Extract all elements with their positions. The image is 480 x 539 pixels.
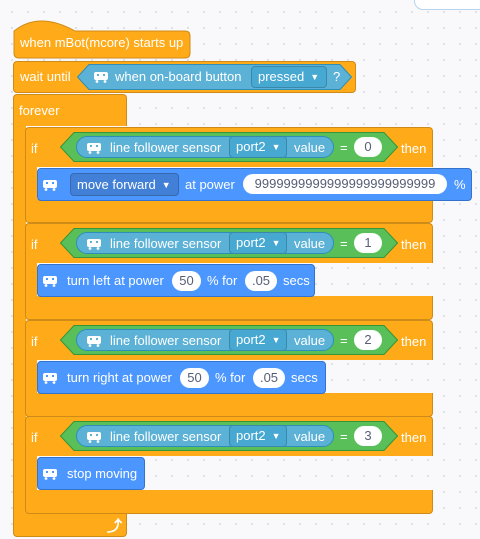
- if-block-3-footer: [25, 393, 433, 417]
- hat-shape: [13, 20, 191, 59]
- workspace-corner-tab: [414, 0, 480, 10]
- hat-block[interactable]: when mBot(mcore) starts up: [13, 15, 191, 59]
- port-dropdown[interactable]: port2 ▼: [229, 425, 287, 447]
- if-block-3-arm: [25, 359, 37, 399]
- robot-icon: [41, 467, 59, 480]
- direction-dropdown[interactable]: move forward ▼: [70, 173, 179, 196]
- compare-input[interactable]: 1: [354, 233, 382, 253]
- chevron-down-icon: ▼: [271, 431, 281, 441]
- for-label: % for: [215, 370, 246, 385]
- power-input[interactable]: 50: [180, 368, 209, 388]
- chevron-down-icon: ▼: [271, 238, 281, 248]
- robot-icon: [41, 274, 59, 287]
- sensor-label: line follower sensor: [110, 333, 222, 348]
- operator-label: =: [340, 429, 348, 444]
- operator-label: =: [340, 140, 348, 155]
- turn-left-label: turn left at power: [67, 273, 164, 288]
- port-value: port2: [236, 332, 266, 347]
- power-input[interactable]: 9999999999999999999999999: [243, 174, 447, 194]
- port-value: port2: [236, 428, 266, 443]
- if-block-1-arm: [25, 166, 37, 206]
- forever-header[interactable]: forever: [13, 94, 127, 126]
- compare-input[interactable]: 2: [354, 330, 382, 350]
- forever-label: forever: [19, 103, 60, 118]
- if-label: if: [31, 237, 38, 252]
- then-label: then: [401, 141, 427, 156]
- sensor-label: line follower sensor: [110, 140, 222, 155]
- hat-label: when mBot(mcore) starts up: [20, 35, 184, 50]
- forever-arm: [13, 125, 26, 521]
- robot-icon: [85, 334, 103, 347]
- chevron-down-icon: ▼: [161, 180, 171, 190]
- move-power-label: at power: [185, 177, 235, 192]
- if-label: if: [31, 334, 38, 349]
- if-block-4-arm: [25, 455, 37, 495]
- stop-moving-label: stop moving: [67, 466, 138, 481]
- button-state-value: pressed: [258, 69, 305, 84]
- compare-input[interactable]: 3: [354, 426, 382, 446]
- secs-label: secs: [291, 370, 318, 385]
- if-block-1-footer: [25, 199, 433, 223]
- value-label: value: [294, 140, 326, 155]
- value-label: value: [294, 236, 326, 251]
- wait-extra-label: ?: [333, 69, 341, 84]
- turn-right-label: turn right at power: [67, 370, 172, 385]
- sensor-label: line follower sensor: [110, 429, 222, 444]
- robot-icon: [41, 178, 59, 191]
- for-label: % for: [207, 273, 238, 288]
- port-dropdown[interactable]: port2 ▼: [229, 232, 287, 254]
- then-label: then: [401, 430, 427, 445]
- robot-icon: [85, 141, 103, 154]
- then-label: then: [401, 334, 427, 349]
- value-label: value: [294, 429, 326, 444]
- if-label: if: [31, 430, 38, 445]
- operator-label: =: [340, 333, 348, 348]
- robot-icon: [92, 70, 110, 83]
- if-block-2-footer: [25, 296, 433, 320]
- percent-label: %: [454, 177, 466, 192]
- chevron-down-icon: ▼: [271, 142, 281, 152]
- button-state-dropdown[interactable]: pressed ▼: [251, 66, 327, 88]
- port-value: port2: [236, 235, 266, 250]
- if-block-2-arm: [25, 262, 37, 302]
- if-label: if: [31, 141, 38, 156]
- robot-icon: [41, 371, 59, 384]
- sensor-label: line follower sensor: [110, 236, 222, 251]
- value-label: value: [294, 333, 326, 348]
- operator-label: =: [340, 236, 348, 251]
- wait-until-label: wait until: [20, 69, 71, 84]
- power-input[interactable]: 50: [172, 271, 201, 291]
- robot-icon: [85, 237, 103, 250]
- secs-label: secs: [283, 273, 310, 288]
- secs-input[interactable]: .05: [253, 368, 285, 388]
- robot-icon: [85, 430, 103, 443]
- port-value: port2: [236, 139, 266, 154]
- port-dropdown[interactable]: port2 ▼: [229, 329, 287, 351]
- if-block-4-footer: [25, 490, 433, 514]
- direction-value: move forward: [77, 177, 156, 192]
- compare-input[interactable]: 0: [354, 137, 382, 157]
- chevron-down-icon: ▼: [310, 72, 320, 82]
- chevron-down-icon: ▼: [271, 335, 281, 345]
- forever-footer[interactable]: ⤴: [13, 513, 127, 537]
- then-label: then: [401, 237, 427, 252]
- loop-arrow-icon: ⤴: [107, 518, 123, 535]
- secs-input[interactable]: .05: [245, 271, 277, 291]
- wait-sensor-label: when on-board button: [115, 69, 242, 84]
- port-dropdown[interactable]: port2 ▼: [229, 136, 287, 158]
